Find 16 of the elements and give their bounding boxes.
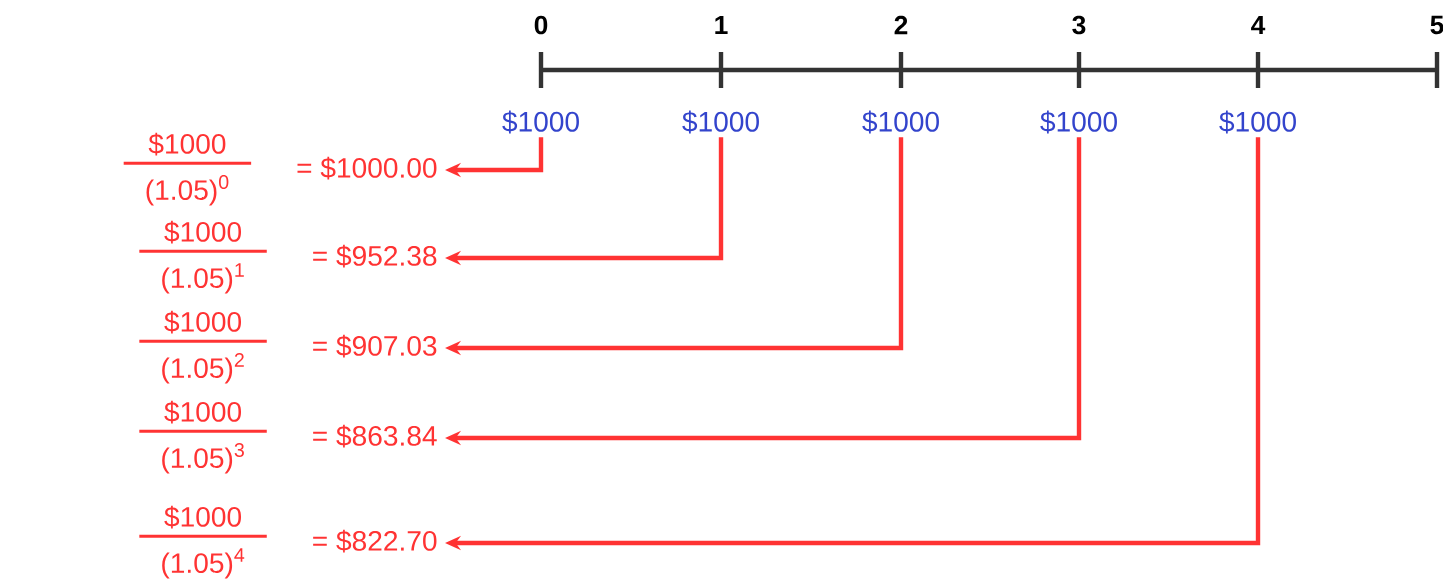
- present-value-formula: $1000 (1.05)$^{2}$ = $907.03: [139, 310, 437, 384]
- tick-label: 1: [715, 15, 728, 35]
- cash-amount: $1000: [682, 110, 759, 134]
- cash-amount: $1000: [862, 110, 939, 134]
- cash-amount: $1000: [1040, 110, 1117, 134]
- tick-label: 4: [1251, 15, 1266, 35]
- present-value-formula: $1000 (1.05)$^{0}$ = $1000.00: [123, 132, 437, 206]
- present-value-formula: $1000 (1.05)$^{3}$ = $863.84: [139, 400, 437, 474]
- tick-label: 5: [1430, 15, 1443, 35]
- cash-amount: $1000: [1219, 110, 1296, 134]
- tick-label: 0: [534, 15, 548, 35]
- present-value-formula: $1000 (1.05)$^{4}$ = $822.70: [139, 505, 437, 579]
- present-value-formula: $1000 (1.05)$^{1}$ = $952.38: [139, 220, 437, 294]
- tick-label: 3: [1072, 15, 1086, 35]
- tick-label: 2: [894, 15, 908, 35]
- cash-amount: $1000: [502, 110, 579, 134]
